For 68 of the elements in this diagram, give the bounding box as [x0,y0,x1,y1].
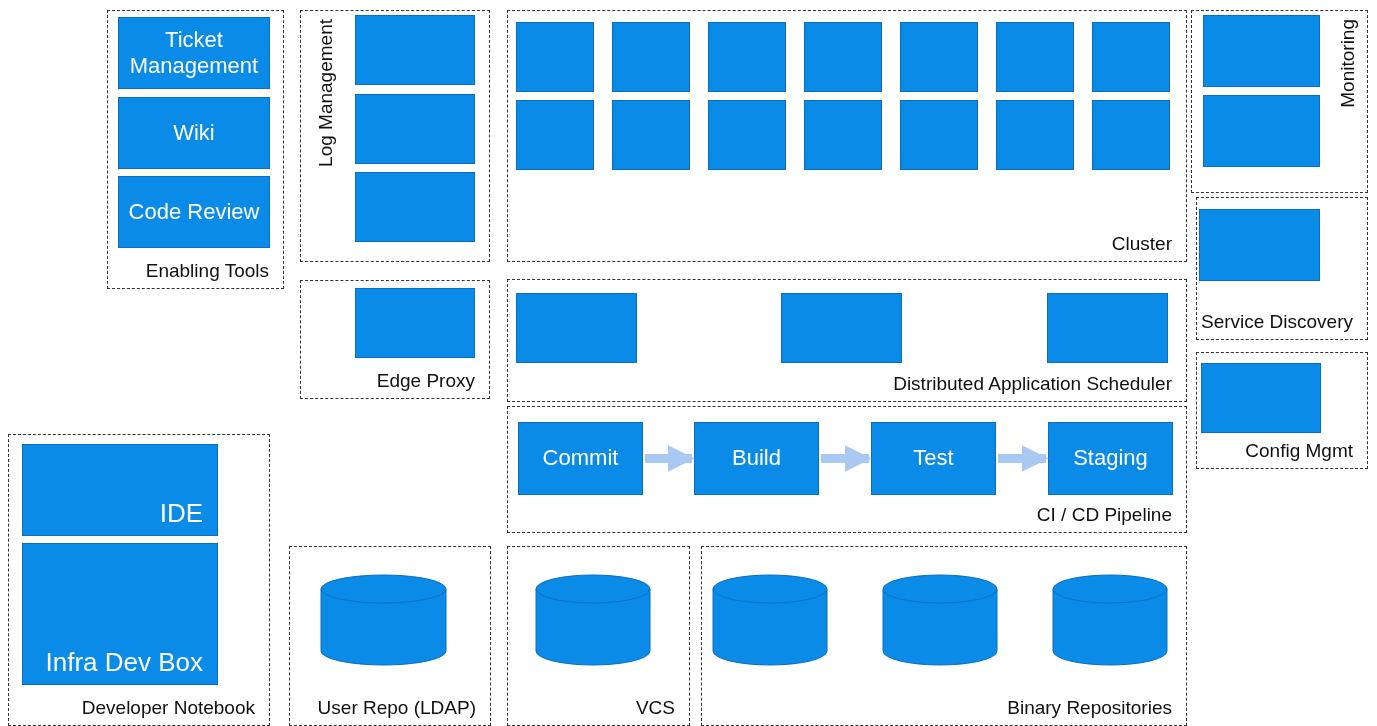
blank-box [1199,209,1320,281]
dashed-group-frame [300,280,490,399]
process-box: IDE [22,444,218,536]
blank-box [355,172,475,242]
blank-box [516,293,637,363]
database-cylinder [1052,575,1168,665]
blank-box [996,22,1074,92]
dashed-group-frame [507,546,690,726]
dashed-group-frame [507,279,1187,402]
blank-box [900,100,978,170]
dashed-group-frame [1196,197,1368,340]
blank-box [1092,100,1170,170]
blank-box [612,100,690,170]
blank-box [1047,293,1168,363]
dashed-group-frame [300,10,490,262]
dashed-group-frame [507,406,1187,533]
blank-box [781,293,902,363]
dashed-group-frame [1191,10,1368,193]
blank-box [1203,95,1320,167]
group-label: User Repo (LDAP) [317,697,476,719]
group-label: VCS [635,697,675,719]
process-box: Wiki [118,97,270,169]
blank-box [804,22,882,92]
blank-box [355,288,475,358]
blank-box [1203,15,1320,87]
group-label: Config Mgmt [1245,440,1353,462]
blank-box [708,22,786,92]
blank-box [804,100,882,170]
process-box: Code Review [118,176,270,248]
group-label: Binary Repositories [1007,697,1172,719]
dashed-group-frame [289,546,491,726]
blank-box [1201,363,1321,433]
group-label: Developer Notebook [81,697,255,719]
dashed-group-frame [1196,352,1368,469]
group-label: CI / CD Pipeline [1036,504,1172,526]
database-cylinder [882,575,998,665]
group-label: Monitoring [1337,19,1359,108]
process-box: Ticket Management [118,17,270,89]
blank-box [900,22,978,92]
group-label: Distributed Application Scheduler [893,373,1172,395]
process-box: Commit [518,422,643,495]
database-cylinder [535,575,651,665]
blank-box [516,22,594,92]
blank-box [516,100,594,170]
process-box: Build [694,422,819,495]
blank-box [612,22,690,92]
dashed-group-frame [8,434,270,726]
database-cylinder [712,575,828,665]
process-box: Infra Dev Box [22,543,218,685]
group-label: Log Management [315,19,337,167]
blank-box [708,100,786,170]
group-label: Edge Proxy [376,370,475,392]
group-label: Cluster [1111,233,1172,255]
blank-box [355,94,475,164]
group-label: Service Discovery [1200,311,1353,333]
dashed-group-frame [507,10,1187,262]
group-label: Enabling Tools [145,260,269,282]
arrow [645,445,695,472]
dashed-group-frame [107,10,284,289]
database-cylinder [320,575,447,665]
blank-box [996,100,1074,170]
blank-box [1092,22,1170,92]
arrow [821,445,872,472]
blank-box [355,15,475,85]
process-box: Staging [1048,422,1173,495]
process-box: Test [871,422,996,495]
arrow [998,445,1049,472]
dashed-group-frame [701,546,1187,726]
